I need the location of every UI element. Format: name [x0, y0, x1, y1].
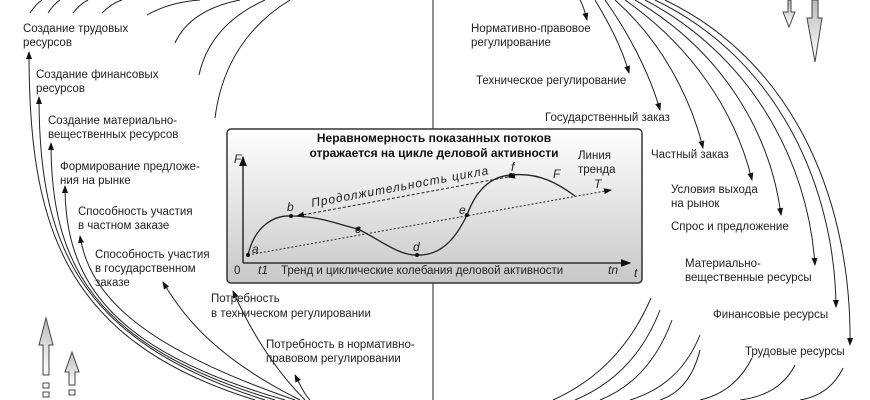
- x-axis-label: t: [634, 266, 638, 280]
- label-finance-creation-2: ресурсов: [36, 83, 85, 95]
- trend-label-1: Линия: [578, 150, 611, 162]
- label-legal-reg: Нормативно-правовое: [471, 23, 591, 35]
- origin-label: 0: [234, 265, 240, 277]
- point-e: e: [459, 203, 466, 217]
- label-legal-need-2: правовом регулировании: [266, 353, 401, 365]
- label-legal-reg-2: регулирование: [471, 37, 551, 49]
- label-market-entry: Условия выхода: [671, 184, 758, 196]
- top-left-arcs: [29, 0, 291, 119]
- label-material-creation: Создание материально-: [48, 115, 177, 127]
- bottom-right-arcs: [552, 297, 844, 400]
- label-state-order-r: Государственный заказ: [545, 112, 670, 124]
- left-labels: Создание трудовых ресурсов Создание фина…: [23, 23, 415, 365]
- label-material-creation-2: вещественных ресурсов: [48, 129, 178, 141]
- curve-points: [246, 173, 513, 257]
- point-c: c: [355, 222, 361, 236]
- trend-label-2: тренда: [578, 164, 616, 176]
- point-d: d: [413, 240, 420, 254]
- label-market-supply-2: ния на рынке: [60, 175, 131, 187]
- label-material-res: Материально-: [685, 258, 761, 270]
- label-state-order-3: заказе: [95, 277, 130, 289]
- label-private-order: Способность участия: [78, 206, 193, 218]
- tn-label: tn: [608, 263, 618, 277]
- point-f: f: [511, 160, 516, 174]
- label-state-order-2: в государственном: [95, 263, 196, 275]
- box-caption: Тренд и циклические колебания деловой ак…: [281, 265, 563, 277]
- label-private-order-r: Частный заказ: [651, 149, 729, 161]
- curve-mark: F: [553, 167, 561, 181]
- box-title-2: отражается на цикле деловой активности: [309, 146, 558, 160]
- point-a: a: [252, 242, 259, 256]
- label-labor-creation: Создание трудовых: [23, 23, 128, 35]
- cycle-duration-arrow: [296, 172, 516, 218]
- label-legal-need: Потребность в нормативно-: [266, 339, 415, 351]
- label-tech-need: Потребность: [211, 293, 280, 305]
- label-supply-demand: Спрос и предложение: [671, 221, 789, 233]
- label-tech-need-2: в техническом регулировании: [211, 308, 371, 320]
- label-labor-res: Трудовые ресурсы: [745, 346, 845, 358]
- trend-line: [247, 188, 612, 256]
- small-up-arrow-icon: [64, 350, 80, 396]
- right-labels: Нормативно-правовое регулирование Технич…: [471, 23, 845, 358]
- label-material-res-2: вещественные ресурсы: [685, 272, 812, 284]
- right-flow-arrows: [579, 0, 854, 346]
- label-market-supply: Формирование предложе-: [60, 161, 200, 173]
- label-finance-res: Финансовые ресурсы: [713, 309, 828, 321]
- trend-mark: T: [594, 177, 603, 191]
- label-tech-reg: Техническое регулирование: [476, 75, 626, 87]
- label-finance-creation: Создание финансовых: [36, 69, 159, 81]
- left-flow-arrows: [26, 51, 311, 400]
- business-cycle-box: Неравномерность показанных потоков отраж…: [226, 128, 643, 284]
- box-title-1: Неравномерность показанных потоков: [317, 131, 551, 145]
- t1-label: t1: [258, 263, 268, 277]
- y-axis-label: F: [234, 152, 242, 166]
- label-market-entry-2: на рынок: [671, 198, 720, 210]
- label-private-order-2: в частном заказе: [78, 220, 169, 232]
- big-up-arrow-icon: [38, 316, 54, 398]
- point-b: b: [287, 200, 294, 214]
- big-down-arrow-icon: [782, 0, 823, 63]
- label-labor-creation-2: ресурсов: [23, 37, 72, 49]
- label-state-order: Способность участия: [95, 249, 210, 261]
